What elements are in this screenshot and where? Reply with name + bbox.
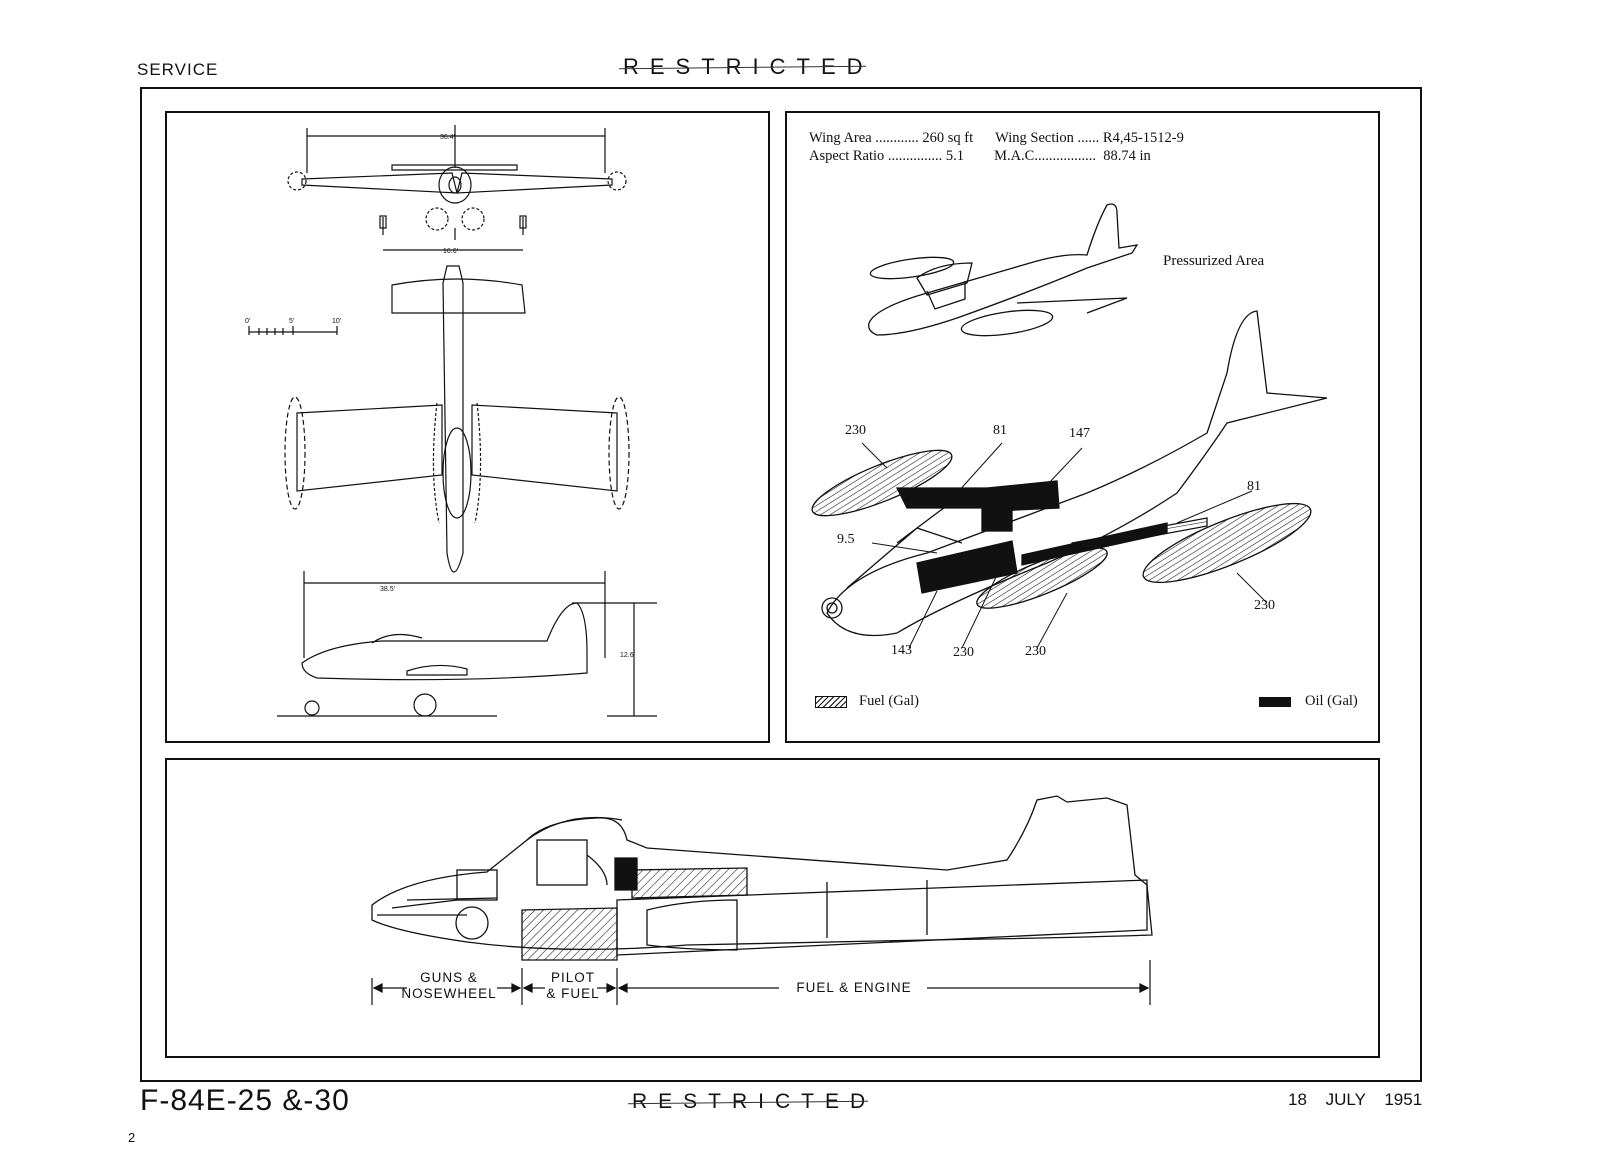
header-restricted-text: RESTRICTED [623,54,874,79]
footer-restricted-text: RESTRICTED [632,1090,877,1113]
section-fuel-engine: FUEL & ENGINE [796,980,912,995]
fuel-tank-panel: Wing Area ............ 260 sq ft Wing Se… [785,111,1380,743]
oil-cell [614,857,638,891]
section-dimension-lines [371,960,1151,1005]
length-dimension-label: 38.5' [380,586,395,593]
footer-model-designation: F-84E-25 &-30 [140,1084,350,1117]
mac-spec: M.A.C................. 88.74 in [994,148,1151,164]
left-tip-tank [811,449,953,517]
tank-label-230-lower-2: 230 [1025,644,1046,659]
tank-label-147: 147 [1069,426,1090,441]
header-restricted-stamp: RESTRICTED [619,54,874,80]
tank-diagram [811,203,1328,649]
right-tip-tank [1142,502,1312,584]
left-wing-plan [296,404,443,492]
page-number: 2 [128,1130,136,1145]
tank-label-230-left-tip: 230 [845,423,866,438]
three-view-drawing: 36.4' 16.6' 0' 5' 10' [245,125,657,717]
upper-fuel-cell [631,867,748,899]
left-wing-front [301,172,458,194]
wing-section-spec: Wing Section ...... R4,45-1512-9 [995,130,1184,146]
footer-date: 18 JULY 1951 [1288,1090,1423,1109]
height-dimension-label: 12.6' [620,652,635,659]
scale-label-0: 0' [245,318,250,325]
pilot-label-line2: & FUEL [546,986,600,1001]
tank-label-230-right-tip: 230 [1254,598,1275,613]
legend-fuel-label: Fuel (Gal) [859,693,919,709]
legend-oil-label: Oil (Gal) [1305,693,1358,709]
pressurized-aircraft [868,203,1139,337]
pressurized-area-label: Pressurized Area [1163,253,1265,269]
figure-frame [140,87,1422,1082]
leader-lines [861,442,1268,649]
left-lower-tank [976,547,1108,609]
fuselage-profile [371,795,1153,961]
inboard-profile-drawing [371,795,1153,1005]
scale-label-10: 10' [332,318,341,325]
right-wing-front [456,172,613,194]
oil-tank-c [981,502,1013,532]
legend-oil: Oil (Gal) [1259,693,1358,710]
scale-bar [248,326,338,335]
tank-label-230-lower-1: 230 [953,645,974,660]
oil-tank-d [916,540,1018,594]
side-fuselage [301,602,588,681]
plan-view [284,265,630,573]
footer-restricted-stamp: RESTRICTED [628,1090,877,1114]
inboard-profile-panel: GUNS & NOSEWHEEL PILOT & FUEL FUEL & ENG… [165,758,1380,1058]
tank-label-81-wing: 81 [1247,479,1261,494]
specs-table: Wing Area ............ 260 sq ft Wing Se… [809,129,1184,165]
lower-fuel-cell [521,907,618,961]
scale-label-5: 5' [289,318,294,325]
tank-label-81-fuselage: 81 [993,423,1007,438]
fuel-hatch-swatch [815,695,847,708]
span-dimension-label: 36.4' [440,134,455,141]
side-view [277,571,657,717]
section-guns-nosewheel: GUNS & NOSEWHEEL [389,970,509,1002]
wing-area-spec: Wing Area ............ 260 sq ft [809,130,974,146]
section-pilot-fuel: PILOT & FUEL [535,970,611,1002]
specs-row-2: Aspect Ratio ............... 5.1 M.A.C..… [809,147,1184,165]
three-view-panel: 36.4' 16.6' 0' 5' 10' [165,111,770,743]
pilot-label-line1: PILOT [550,970,595,985]
header-service-label: SERVICE [137,60,219,79]
cutaway-aircraft [811,310,1328,637]
tread-dimension-label: 16.6' [443,248,458,255]
guns-label-line1: GUNS & [420,970,478,985]
oil-solid-swatch [1259,696,1291,707]
legend-fuel: Fuel (Gal) [815,693,919,710]
right-wing-plan [471,404,618,492]
tank-label-9-5: 9.5 [837,532,855,547]
aspect-ratio-spec: Aspect Ratio ............... 5.1 [809,148,965,164]
front-view [287,125,627,251]
tank-label-143: 143 [891,643,912,658]
guns-label-line2: NOSEWHEEL [401,986,497,1001]
specs-row-1: Wing Area ............ 260 sq ft Wing Se… [809,129,1184,147]
